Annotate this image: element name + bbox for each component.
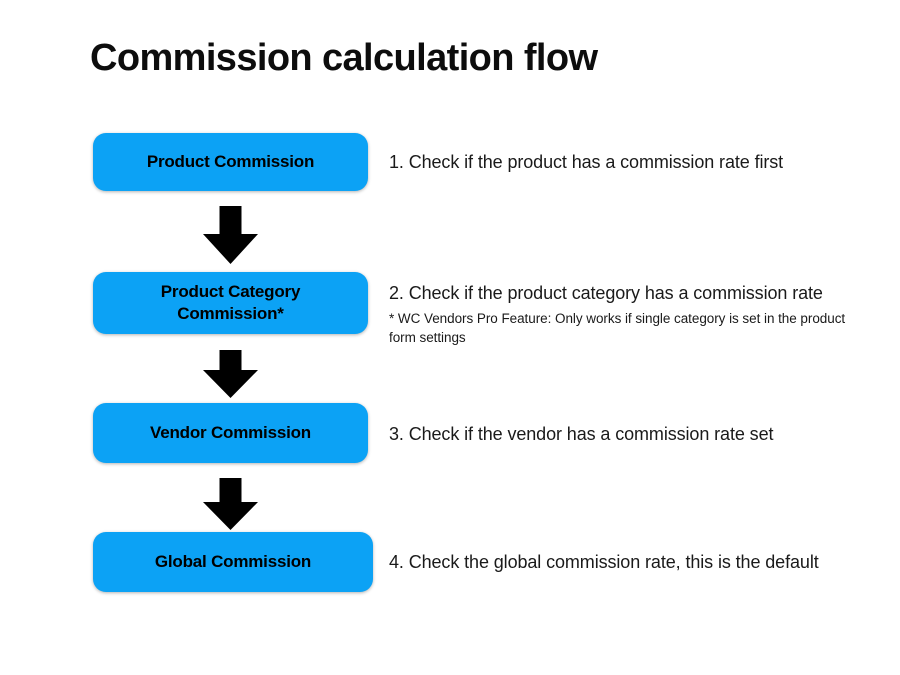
arrow-down-icon <box>203 206 258 264</box>
arrow-down-icon <box>203 350 258 398</box>
flow-node-product-commission[interactable]: Product Commission <box>93 133 368 191</box>
page-title: Commission calculation flow <box>90 37 598 79</box>
step-description-3: 3. Check if the vendor has a commission … <box>389 424 774 444</box>
flow-node-label: Vendor Commission <box>150 422 311 442</box>
flow-node-vendor-commission[interactable]: Vendor Commission <box>93 403 368 463</box>
step-description-1: 1. Check if the product has a commission… <box>389 152 784 172</box>
step-description-2: 2. Check if the product category has a c… <box>389 283 823 303</box>
step-description-4: 4. Check the global commission rate, thi… <box>389 552 819 572</box>
arrow-down-icon <box>203 478 258 530</box>
flow-node-label-line1: Product Category <box>160 281 301 301</box>
footnote-text: * WC Vendors Pro Feature: Only works if … <box>389 311 846 346</box>
flow-node-global-commission[interactable]: Global Commission <box>93 532 373 592</box>
flow-node-label-line2: Commission* <box>177 304 284 323</box>
flow-node-label: Global Commission <box>154 551 312 571</box>
flow-node-label: Product Commission <box>146 151 315 171</box>
